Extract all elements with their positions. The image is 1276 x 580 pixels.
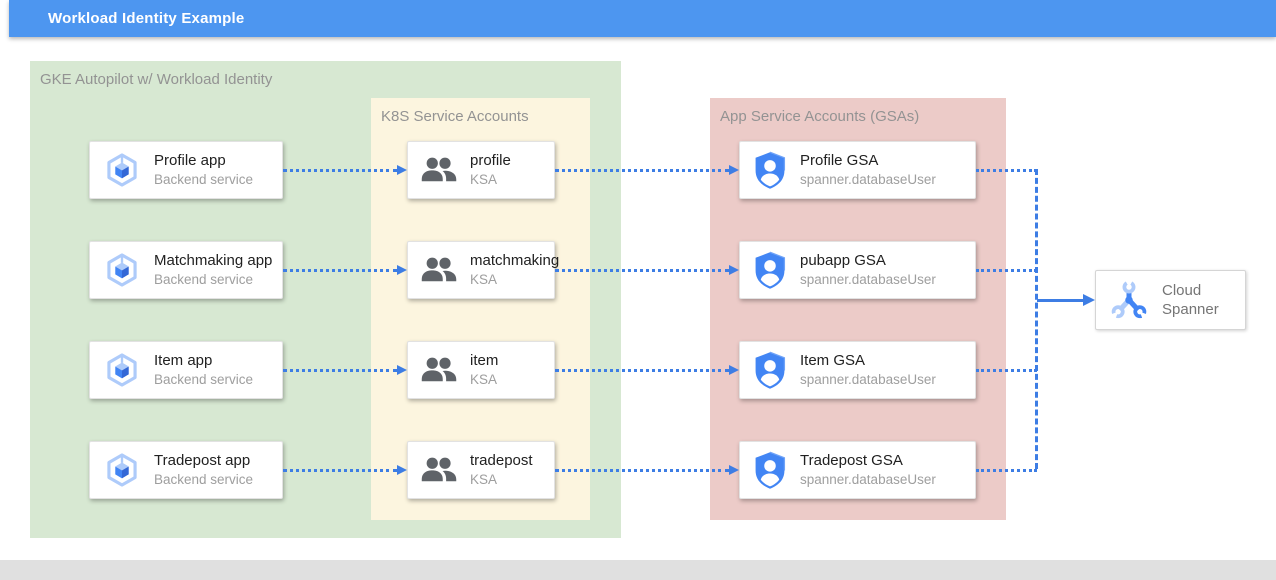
arrowhead-icon — [729, 164, 739, 175]
node-subtitle: Backend service — [154, 272, 254, 287]
node-subtitle: Backend service — [154, 372, 254, 387]
gsa-container-label: App Service Accounts (GSAs) — [720, 108, 920, 125]
arrowhead-icon — [729, 364, 739, 375]
arrowhead-icon — [1083, 293, 1095, 306]
node-title: Profile app — [154, 152, 226, 169]
node-title: pubapp GSA — [800, 252, 886, 269]
footer-strip — [0, 560, 1276, 580]
node-title: tradepost — [470, 452, 533, 469]
node-title: profile — [470, 152, 511, 169]
page-title: Workload Identity Example — [48, 10, 245, 27]
connector-app-ksa — [283, 368, 397, 372]
app-node-matchmaking[interactable]: Matchmaking app Backend service — [89, 241, 283, 299]
people-group-icon — [421, 255, 457, 285]
connector-gsa-merge — [976, 168, 1037, 172]
people-group-icon — [421, 355, 457, 385]
node-title: item — [470, 352, 499, 369]
shield-user-icon — [753, 151, 787, 190]
arrowhead-icon — [397, 364, 407, 375]
node-title: Matchmaking app — [154, 252, 273, 269]
shield-user-icon — [753, 251, 787, 290]
gke-container-label: GKE Autopilot w/ Workload Identity — [40, 71, 273, 88]
node-subtitle: KSA — [470, 172, 498, 187]
ksa-node-item[interactable]: item KSA — [407, 341, 555, 399]
title-bar: Workload Identity Example — [9, 0, 1276, 37]
arrowhead-icon — [397, 464, 407, 475]
gsa-node-pubapp[interactable]: pubapp GSA spanner.databaseUser — [739, 241, 976, 299]
ksa-node-tradepost[interactable]: tradepost KSA — [407, 441, 555, 499]
people-group-icon — [421, 155, 457, 185]
node-subtitle: KSA — [470, 372, 498, 387]
gke-hexagon-icon — [103, 251, 141, 289]
spanner-wrench-icon — [1109, 280, 1149, 320]
node-subtitle: KSA — [470, 472, 498, 487]
node-subtitle: spanner.databaseUser — [800, 272, 936, 287]
connector-ksa-gsa — [555, 468, 729, 472]
node-title: matchmaking — [470, 252, 560, 269]
app-node-item[interactable]: Item app Backend service — [89, 341, 283, 399]
connector-merge-spanner — [1037, 298, 1084, 302]
node-subtitle: KSA — [470, 272, 498, 287]
gsa-node-tradepost[interactable]: Tradepost GSA spanner.databaseUser — [739, 441, 976, 499]
arrowhead-icon — [729, 464, 739, 475]
connector-ksa-gsa — [555, 268, 729, 272]
node-subtitle: spanner.databaseUser — [800, 472, 936, 487]
shield-user-icon — [753, 351, 787, 390]
node-title: Tradepost GSA — [800, 452, 903, 469]
gke-hexagon-icon — [103, 351, 141, 389]
gke-hexagon-icon — [103, 451, 141, 489]
gsa-node-profile[interactable]: Profile GSA spanner.databaseUser — [739, 141, 976, 199]
connector-gsa-merge — [976, 368, 1037, 372]
cloud-spanner-node[interactable]: Cloud Spanner — [1095, 270, 1246, 330]
node-title: Cloud Spanner — [1162, 282, 1219, 318]
node-subtitle: Backend service — [154, 172, 254, 187]
people-group-icon — [421, 455, 457, 485]
app-node-profile[interactable]: Profile app Backend service — [89, 141, 283, 199]
node-subtitle: spanner.databaseUser — [800, 372, 936, 387]
merge-line-vertical — [1035, 169, 1038, 469]
node-title: Profile GSA — [800, 152, 879, 169]
ksa-node-matchmaking[interactable]: matchmaking KSA — [407, 241, 559, 299]
node-title: Item GSA — [800, 352, 866, 369]
ksa-node-profile[interactable]: profile KSA — [407, 141, 555, 199]
connector-app-ksa — [283, 468, 397, 472]
node-subtitle: spanner.databaseUser — [800, 172, 936, 187]
gsa-node-item[interactable]: Item GSA spanner.databaseUser — [739, 341, 976, 399]
connector-ksa-gsa — [555, 368, 729, 372]
connector-app-ksa — [283, 168, 397, 172]
node-title: Tradepost app — [154, 452, 251, 469]
arrowhead-icon — [397, 264, 407, 275]
connector-gsa-merge — [976, 268, 1037, 272]
connector-gsa-merge — [976, 468, 1037, 472]
connector-ksa-gsa — [555, 168, 729, 172]
gke-hexagon-icon — [103, 151, 141, 189]
node-title: Item app — [154, 352, 213, 369]
arrowhead-icon — [729, 264, 739, 275]
arrowhead-icon — [397, 164, 407, 175]
app-node-tradepost[interactable]: Tradepost app Backend service — [89, 441, 283, 499]
shield-user-icon — [753, 451, 787, 490]
connector-app-ksa — [283, 268, 397, 272]
ksa-container-label: K8S Service Accounts — [381, 108, 529, 125]
node-subtitle: Backend service — [154, 472, 254, 487]
